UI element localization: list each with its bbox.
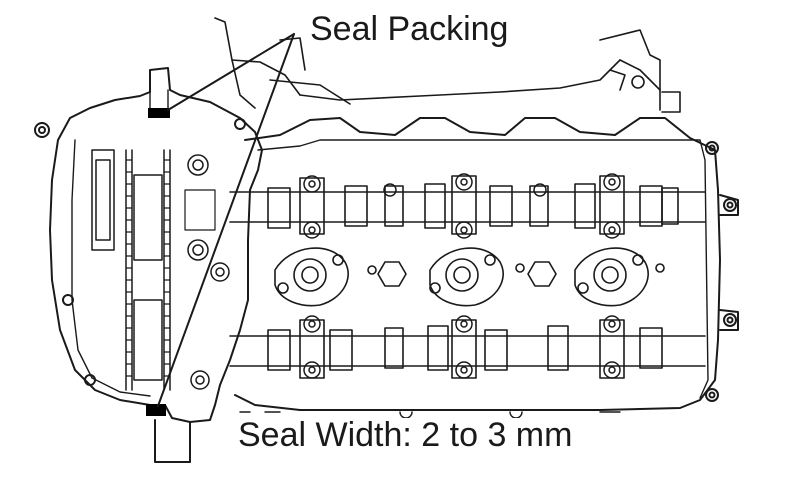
camshaft-lower — [229, 319, 706, 379]
cylinder-head — [234, 117, 739, 419]
bearing-cap-bolts — [303, 173, 621, 379]
chain-links — [125, 159, 171, 377]
seal-packing-marks — [146, 108, 170, 416]
timing-chain-assembly — [91, 149, 230, 391]
leader-line-to-bottom-seal — [157, 33, 295, 407]
seal-mark-top — [148, 108, 170, 118]
camshaft-upper — [229, 175, 706, 235]
timing-cover — [34, 67, 263, 463]
leader-lines — [157, 33, 295, 407]
engine-block-background-outline — [214, 17, 681, 113]
seal-packing-label: Seal Packing — [306, 12, 513, 46]
seal-width-label: Seal Width: 2 to 3 mm — [234, 418, 577, 452]
leader-line-to-top-seal — [167, 33, 295, 111]
seal-mark-bottom — [146, 404, 166, 416]
spark-plug-bosses — [274, 247, 665, 307]
